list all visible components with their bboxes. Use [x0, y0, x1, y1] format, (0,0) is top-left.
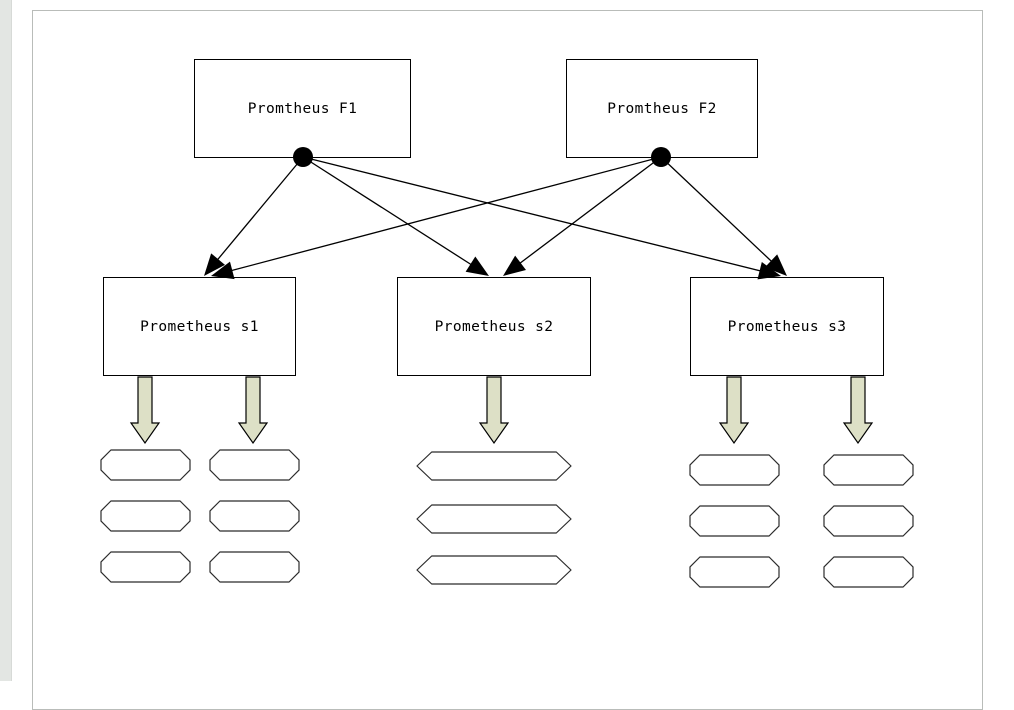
node-label-f1: Promtheus F1 [247, 100, 358, 117]
connector-layer [204, 156, 787, 280]
node-label-s2: Prometheus s2 [434, 318, 554, 335]
block-arrow-s2-2[interactable] [478, 376, 510, 445]
block-arrow-s1-0[interactable] [129, 376, 161, 445]
target-shape-s2-6[interactable] [416, 451, 572, 481]
connector-line-f2-to-s2[interactable] [515, 156, 662, 267]
target-shape-s3-right-12[interactable] [823, 454, 914, 486]
target-shape-layer [100, 449, 914, 588]
node-promtheus-f1[interactable]: Promtheus F1 [194, 59, 411, 158]
target-shape-s3-right-13[interactable] [823, 505, 914, 537]
node-prometheus-s1[interactable]: Prometheus s1 [103, 277, 296, 376]
target-shape-s3-left-10[interactable] [689, 505, 780, 537]
diagram-canvas[interactable]: Promtheus F1 Promtheus F2 Prometheus s1 … [0, 0, 1014, 681]
target-shape-s1-left-2[interactable] [100, 551, 191, 583]
node-label-f2: Promtheus F2 [607, 100, 717, 117]
target-shape-s1-right-5[interactable] [209, 551, 300, 583]
node-prometheus-s2[interactable]: Prometheus s2 [397, 277, 591, 376]
block-arrow-s1-1[interactable] [237, 376, 269, 445]
block-arrow-layer [129, 376, 874, 445]
target-shape-s3-right-14[interactable] [823, 556, 914, 588]
port-layer [293, 147, 671, 167]
connector-arrowhead-f1-to-s3 [757, 261, 781, 280]
node-label-s1: Prometheus s1 [140, 318, 259, 335]
connector-arrowhead-f1-to-s1 [204, 253, 225, 276]
connector-arrowhead-f1-to-s2 [465, 256, 489, 276]
target-shape-s2-8[interactable] [416, 555, 572, 585]
target-shape-s1-right-4[interactable] [209, 500, 300, 532]
node-promtheus-f2[interactable]: Promtheus F2 [566, 59, 758, 158]
target-shape-s1-left-0[interactable] [100, 449, 191, 481]
node-prometheus-s3[interactable]: Prometheus s3 [690, 277, 884, 376]
block-arrow-s3-3[interactable] [718, 376, 750, 445]
connector-line-f2-to-s1[interactable] [226, 156, 662, 273]
window-left-margin [12, 0, 32, 681]
window-left-gutter [0, 0, 12, 681]
connector-line-f2-to-s3[interactable] [660, 156, 776, 266]
target-shape-s3-left-9[interactable] [689, 454, 780, 486]
block-arrow-s3-4[interactable] [842, 376, 874, 445]
connector-line-f1-to-s1[interactable] [213, 156, 304, 265]
connector-line-f1-to-s3[interactable] [302, 156, 766, 273]
target-shape-s3-left-11[interactable] [689, 556, 780, 588]
connector-arrowhead-f2-to-s1 [211, 261, 235, 280]
target-shape-s2-7[interactable] [416, 504, 572, 534]
connector-arrowhead-f2-to-s3 [764, 254, 787, 276]
connector-arrowhead-f2-to-s2 [503, 255, 526, 276]
target-shape-s1-left-1[interactable] [100, 500, 191, 532]
connector-line-f1-to-s2[interactable] [302, 156, 476, 268]
source-port-dot-f2[interactable] [651, 147, 671, 167]
source-port-dot-f1[interactable] [293, 147, 313, 167]
node-label-s3: Prometheus s3 [727, 318, 847, 335]
target-shape-s1-right-3[interactable] [209, 449, 300, 481]
diagram-vector-layer [100, 147, 914, 588]
